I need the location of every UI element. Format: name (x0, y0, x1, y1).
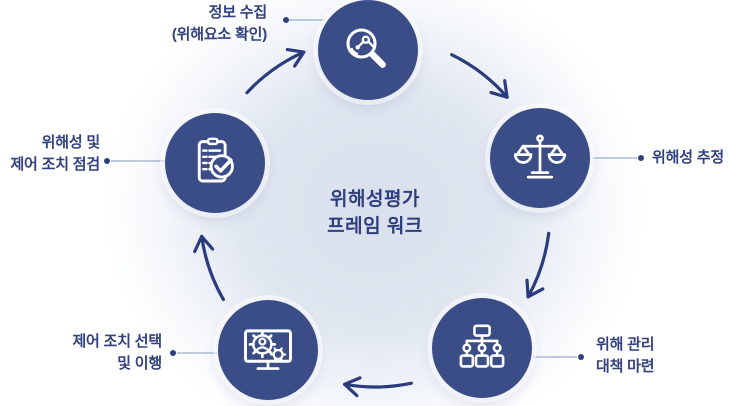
monitor-gear-icon (244, 329, 292, 370)
search-chart-icon (346, 28, 386, 68)
diagram-center-title: 위해성평가 프레임 워크 (327, 189, 423, 237)
connector-dot-left (104, 158, 110, 164)
label-info-collection: 정보 수집 (위해요소 확인) (171, 4, 267, 43)
node-info-collection (318, 0, 418, 100)
connector-dot-top (283, 17, 289, 23)
label-risk-management: 위해 관리 대책 마련 (596, 336, 655, 375)
connector-dot-right (638, 155, 644, 161)
checklist-icon (197, 137, 234, 183)
connector-dot-bottomleft (170, 350, 176, 356)
node-risk-control-check (165, 113, 265, 213)
label-risk-control-check: 위해성 및 제어 조치 점검 (10, 134, 100, 173)
arrow-left-to-top (245, 47, 306, 95)
label-risk-estimation: 위해성 추정 (652, 149, 724, 166)
scale-icon (513, 134, 567, 179)
connector-dot-bottomright (578, 354, 584, 360)
orgchart-icon (459, 324, 505, 368)
node-risk-management (432, 298, 532, 398)
arrow-top-to-right (450, 53, 509, 99)
arrow-bottomleft-to-left (193, 234, 225, 302)
arrow-right-to-bottomright (525, 231, 551, 299)
arrow-bottomright-to-bottomleft (343, 376, 413, 398)
node-control-measures (218, 300, 318, 400)
node-risk-estimation (490, 108, 590, 208)
label-control-measures: 제어 조치 선택 및 이행 (72, 333, 162, 372)
